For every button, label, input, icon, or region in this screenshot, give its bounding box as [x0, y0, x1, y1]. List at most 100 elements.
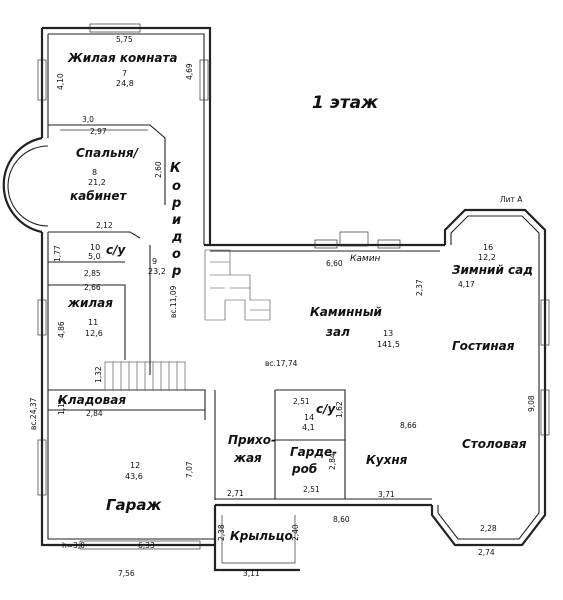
svg-text:роб: роб: [291, 462, 317, 476]
dimensions: 5,75 4,10 4,69 3,0 2,97 2,60 2,12 1,77 2…: [29, 35, 536, 578]
room-storage: Кладовая: [58, 393, 126, 407]
svg-text:р: р: [171, 264, 181, 279]
svg-text:зал: зал: [325, 325, 350, 339]
svg-text:7: 7: [122, 69, 127, 78]
svg-text:о: о: [172, 247, 181, 262]
room-bathroom-10: с/у 10 5,0: [88, 243, 126, 261]
svg-text:4,1: 4,1: [302, 423, 315, 432]
svg-text:Жилая комната: Жилая комната: [67, 51, 178, 65]
svg-text:4,69: 4,69: [185, 63, 194, 80]
garage-door: [79, 540, 201, 550]
svg-text:1,12: 1,12: [57, 398, 66, 415]
svg-text:4,86: 4,86: [57, 321, 66, 338]
svg-text:кабинет: кабинет: [70, 189, 127, 203]
svg-text:вс.17,74: вс.17,74: [265, 359, 298, 368]
svg-text:3,0: 3,0: [82, 115, 94, 124]
svg-text:7,07: 7,07: [185, 461, 194, 478]
floor-title: 1 этаж: [312, 93, 379, 113]
svg-text:с/у: с/у: [106, 243, 126, 257]
fireplace: [339, 231, 369, 247]
room-dining: Столовая: [462, 437, 527, 451]
svg-text:11: 11: [88, 318, 98, 327]
svg-text:2,71: 2,71: [227, 489, 244, 498]
svg-text:2,40: 2,40: [291, 524, 300, 541]
svg-text:2,37: 2,37: [415, 279, 424, 296]
fireplace-label: Камин: [350, 254, 381, 264]
svg-text:24,8: 24,8: [116, 79, 134, 88]
svg-text:23,2: 23,2: [148, 267, 166, 276]
svg-text:2,74: 2,74: [478, 548, 495, 557]
svg-text:2,12: 2,12: [96, 221, 113, 230]
svg-text:2,51: 2,51: [303, 485, 320, 494]
svg-text:6,33: 6,33: [138, 541, 155, 550]
svg-text:3,71: 3,71: [378, 490, 395, 499]
room-kitchen: Кухня: [366, 453, 408, 467]
svg-text:и: и: [172, 213, 181, 228]
svg-text:h=3,0: h=3,0: [62, 541, 85, 550]
svg-text:4,10: 4,10: [56, 73, 65, 90]
svg-text:жая: жая: [233, 451, 262, 465]
svg-text:6,60: 6,60: [326, 259, 343, 268]
svg-text:2,85: 2,85: [84, 269, 101, 278]
room-corridor-9: 9 23,2: [148, 257, 166, 276]
svg-text:12,6: 12,6: [85, 329, 103, 338]
svg-text:Спальня/: Спальня/: [76, 146, 140, 160]
svg-text:жилая: жилая: [67, 296, 113, 310]
room-living-11: жилая 11 12,6: [67, 296, 113, 338]
svg-text:2,84: 2,84: [86, 409, 103, 418]
svg-text:Гараж: Гараж: [106, 496, 163, 514]
svg-text:141,5: 141,5: [377, 340, 400, 349]
svg-text:2,84: 2,84: [328, 453, 337, 470]
svg-text:14: 14: [304, 413, 314, 422]
svg-text:1,62: 1,62: [335, 401, 344, 418]
svg-text:р: р: [171, 196, 181, 211]
svg-text:2,60: 2,60: [154, 161, 163, 178]
windows: [37, 23, 550, 496]
svg-text:9,08: 9,08: [527, 395, 536, 412]
interior-walls: [48, 124, 346, 500]
room-bedroom: Спальня/ 8 21,2 кабинет: [70, 146, 140, 203]
svg-text:8,66: 8,66: [400, 421, 417, 430]
svg-text:о: о: [172, 179, 181, 194]
svg-text:Зимний сад: Зимний сад: [452, 263, 533, 277]
room-living: Жилая комната 7 24,8: [67, 51, 178, 88]
room-porch: Крыльцо: [230, 529, 293, 543]
corner-label: Лит А: [500, 195, 523, 204]
svg-text:3,11: 3,11: [243, 569, 260, 578]
room-winter-garden: 16 12,2 Зимний сад: [452, 243, 533, 277]
stairs-garage: [104, 361, 186, 391]
svg-text:5,75: 5,75: [116, 35, 133, 44]
svg-text:Каминный: Каминный: [310, 305, 383, 319]
exterior-walls: [2, 26, 547, 572]
svg-text:16: 16: [483, 243, 493, 252]
svg-text:12: 12: [130, 461, 140, 470]
room-garage: 12 43,6 Гараж: [106, 461, 163, 514]
corridor-label: К о р и д о р: [170, 161, 183, 279]
svg-text:12,2: 12,2: [478, 253, 496, 262]
room-hallway: Прихо- жая: [228, 433, 276, 465]
svg-text:5,0: 5,0: [88, 252, 101, 261]
svg-text:2,66: 2,66: [84, 283, 101, 292]
svg-text:21,2: 21,2: [88, 178, 106, 187]
svg-text:вс.24,37: вс.24,37: [29, 397, 38, 430]
svg-text:9: 9: [152, 257, 157, 266]
svg-text:8: 8: [92, 168, 97, 177]
svg-text:1,32: 1,32: [94, 366, 103, 383]
svg-text:2,28: 2,28: [480, 524, 497, 533]
svg-text:Гарде-: Гарде-: [290, 445, 337, 459]
svg-text:1,77: 1,77: [53, 245, 62, 262]
svg-text:Прихо-: Прихо-: [228, 433, 276, 447]
stairs-main: [204, 249, 271, 321]
svg-text:2,51: 2,51: [293, 397, 310, 406]
room-wardrobe: Гарде- роб: [290, 445, 337, 476]
svg-text:д: д: [171, 230, 183, 245]
svg-text:10: 10: [90, 243, 100, 252]
room-fireplace-hall: Каминный зал 13 141,5: [310, 305, 400, 349]
svg-text:2,38: 2,38: [217, 524, 226, 541]
svg-text:7,56: 7,56: [118, 569, 135, 578]
svg-text:К: К: [170, 161, 182, 176]
svg-text:с/у: с/у: [316, 402, 336, 416]
svg-text:13: 13: [383, 329, 393, 338]
svg-text:43,6: 43,6: [125, 472, 143, 481]
